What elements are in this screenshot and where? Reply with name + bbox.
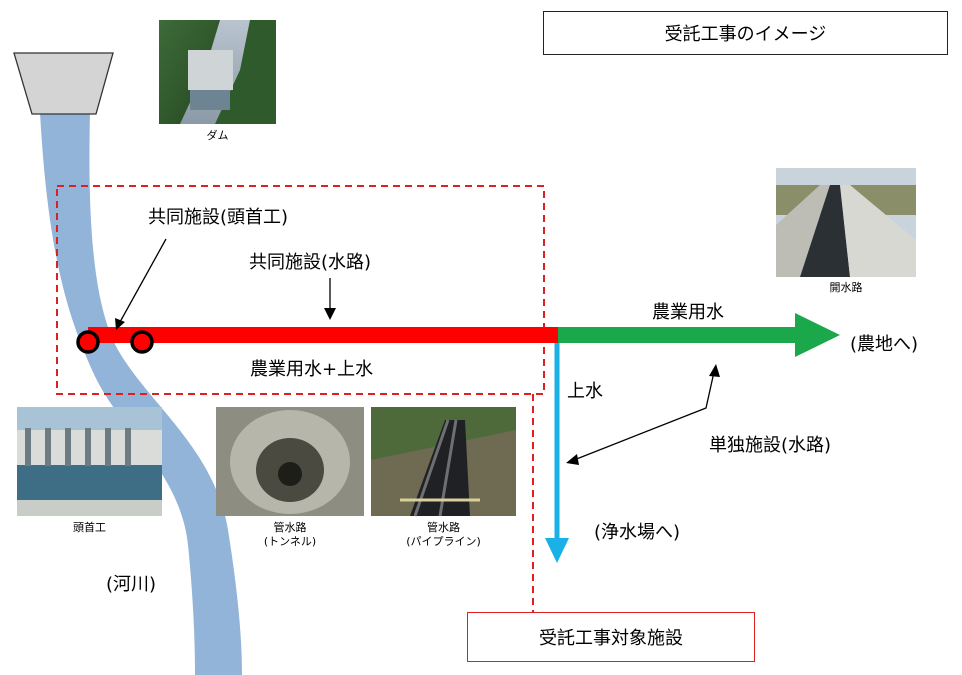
tunnel-photo (216, 407, 364, 516)
headworks-photo (17, 407, 162, 516)
pipeline-caption-line2: (パイプライン) (406, 535, 481, 548)
tunnel-caption-line2: (トンネル) (263, 535, 317, 548)
water-supply-arrowhead (545, 538, 569, 563)
dam-caption: ダム (206, 129, 229, 142)
target-outline (56, 185, 545, 395)
headworks-caption: 頭首工 (73, 521, 106, 534)
agri-water-label: 農業用水 (652, 302, 724, 323)
to-farmland-label: (農地へ) (850, 334, 919, 355)
single-canal-label: 単独施設(水路) (709, 435, 832, 456)
joint-canal (88, 327, 558, 343)
headworks-pointer (115, 238, 167, 330)
pipeline-caption: 管水路 (パイプライン) (371, 521, 516, 549)
target-facility-box: 受託工事対象施設 (467, 612, 755, 662)
pipeline-photo (371, 407, 516, 517)
title-text: 受託工事のイメージ (664, 24, 827, 45)
agri-canal-arrowhead (795, 313, 840, 357)
headworks-node-right (130, 330, 154, 354)
open-canal-caption: 開水路 (829, 281, 863, 294)
reservoir-icon (13, 52, 114, 115)
joint-headworks-label: 共同施設(頭首工) (148, 207, 289, 228)
joint-canal-pointer (324, 278, 336, 320)
pipeline-caption-line1: 管水路 (427, 521, 460, 534)
title-box: 受託工事のイメージ (543, 11, 948, 55)
to-purification-label: (浄水場へ) (594, 522, 681, 543)
dam-photo (159, 20, 276, 124)
headworks-node-left (76, 330, 100, 354)
agri-plus-water-label: 農業用水+上水 (250, 359, 374, 380)
joint-canal-label: 共同施設(水路) (249, 252, 372, 273)
open-canal-photo (776, 168, 916, 277)
river-label: (河川) (106, 574, 157, 595)
tunnel-caption-line1: 管水路 (273, 521, 307, 534)
single-canal-pointer (566, 364, 720, 465)
water-supply-label: 上水 (567, 381, 603, 402)
target-facility-text: 受託工事対象施設 (539, 628, 683, 649)
tunnel-caption: 管水路 (トンネル) (216, 521, 364, 549)
agri-canal (554, 327, 799, 343)
